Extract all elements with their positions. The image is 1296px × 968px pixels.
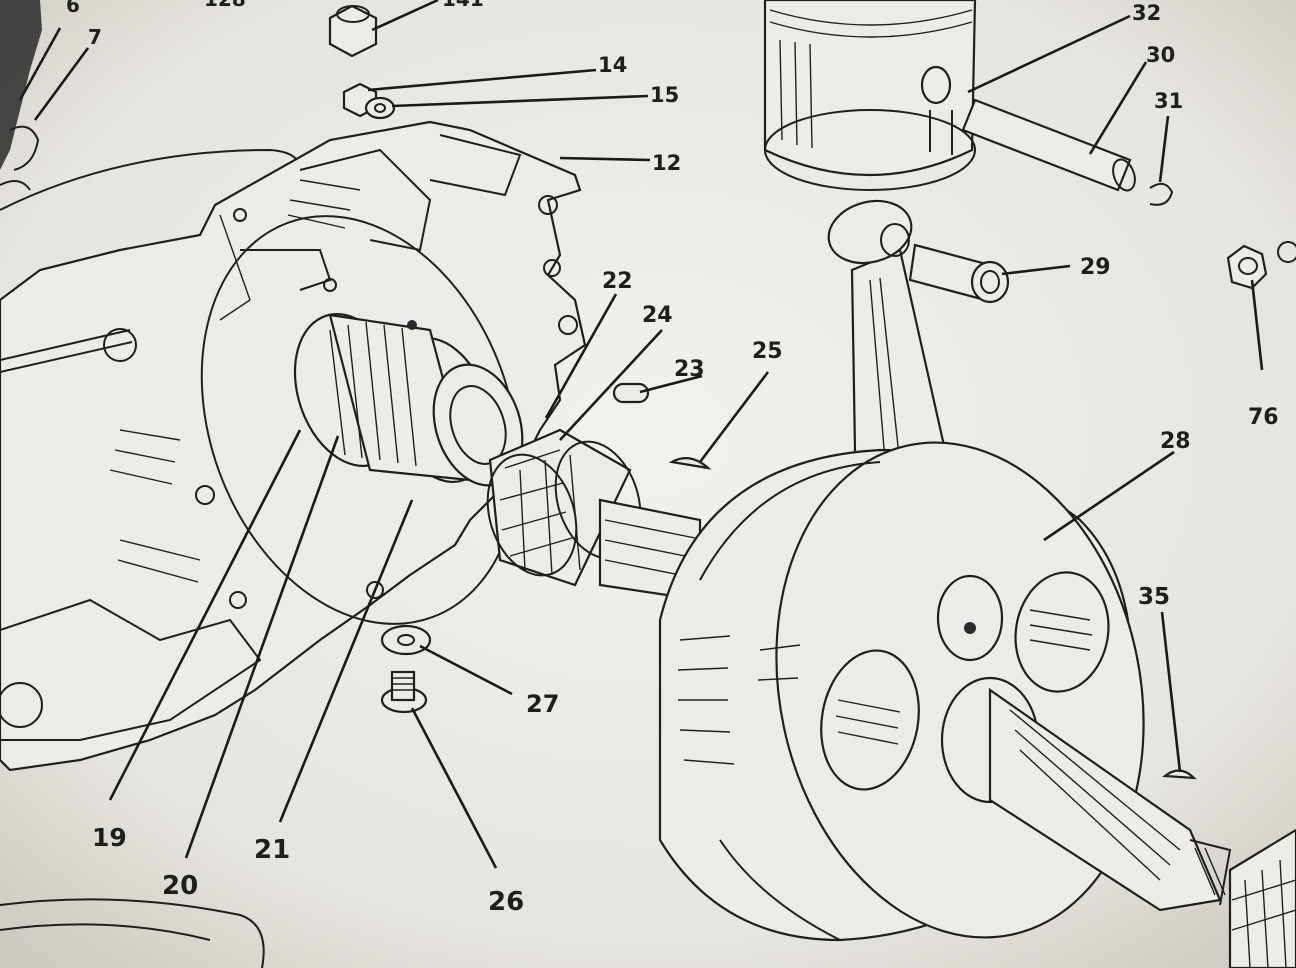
callout-21: 21 — [254, 835, 290, 865]
small-end-bearing — [908, 243, 1010, 304]
callout-141: 141 — [442, 0, 484, 11]
piston — [763, 0, 977, 191]
washer-15 — [364, 96, 396, 120]
callout-25: 25 — [752, 339, 783, 364]
callout-29: 29 — [1080, 255, 1111, 280]
callout-labels: 6 7 128 141 14 15 12 32 30 31 29 76 22 2… — [66, 0, 1279, 917]
callout-35: 35 — [1138, 584, 1170, 610]
chain-fragment — [0, 0, 42, 191]
piston-pin — [961, 98, 1136, 192]
callout-30: 30 — [1146, 43, 1175, 67]
callout-22: 22 — [602, 269, 633, 294]
callout-28: 28 — [1160, 429, 1191, 454]
callout-7: 7 — [88, 25, 102, 49]
needle-bearing-fragment — [1228, 828, 1296, 968]
callout-6: 6 — [66, 0, 80, 17]
callout-128: 128 — [204, 0, 246, 11]
screw-26 — [380, 670, 428, 714]
woodruff-key-23 — [612, 382, 650, 404]
callout-27: 27 — [526, 690, 559, 718]
callout-14: 14 — [598, 53, 627, 77]
callout-24: 24 — [642, 303, 673, 328]
woodruff-key-25 — [668, 457, 712, 470]
callout-31: 31 — [1154, 89, 1183, 113]
circlip — [1149, 182, 1174, 206]
leader-lines — [18, 0, 1264, 869]
nut-141 — [328, 4, 378, 58]
nut-76 — [1226, 241, 1296, 290]
frame-tube — [0, 148, 301, 968]
callout-26: 26 — [488, 887, 524, 917]
woodruff-key-35 — [1162, 769, 1197, 780]
callout-12: 12 — [652, 151, 681, 175]
callout-32: 32 — [1132, 1, 1161, 25]
callout-23: 23 — [674, 357, 705, 382]
needle-cage — [486, 428, 642, 587]
callout-15: 15 — [650, 83, 679, 107]
callout-20: 20 — [162, 871, 198, 901]
callout-19: 19 — [92, 823, 127, 852]
crankshaft-flywheel — [658, 441, 1232, 942]
washer-27 — [380, 624, 432, 656]
callout-76: 76 — [1248, 405, 1279, 430]
